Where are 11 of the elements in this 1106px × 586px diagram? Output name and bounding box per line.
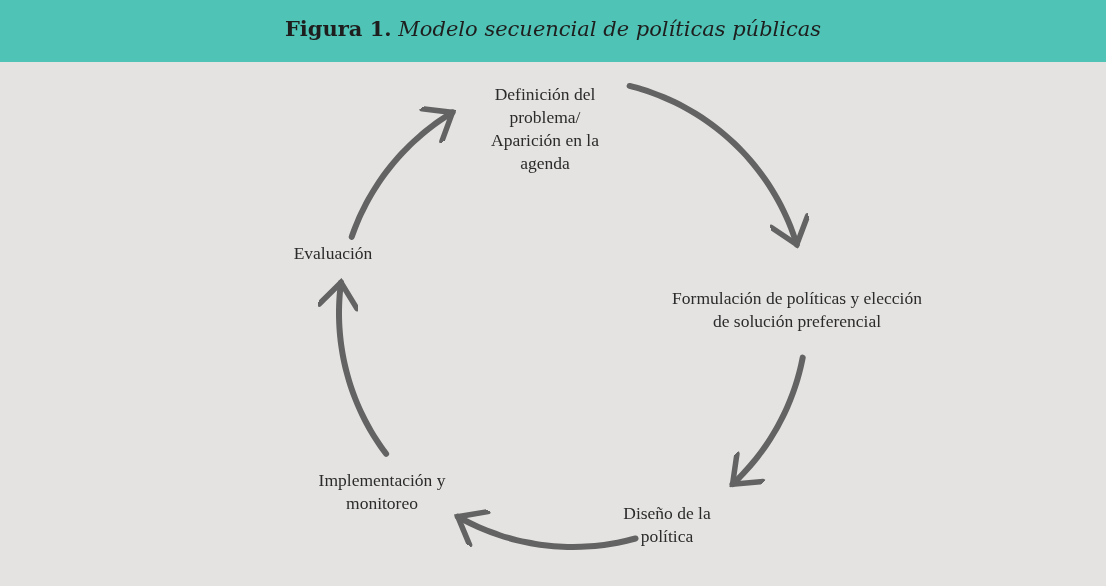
stage-label: Diseño de la política xyxy=(607,502,727,548)
cycle-arrow xyxy=(348,106,456,240)
stage-label: Implementación y monitoreo xyxy=(292,469,472,515)
cycle-arrow xyxy=(316,279,390,457)
stage-label: Definición del problema/ Aparición en la agenda xyxy=(475,83,615,175)
figure-title: Figura 1. Modelo secuencial de políticas públicas xyxy=(283,16,823,41)
stage-label: Formulación de políticas y elección de solución preferencial xyxy=(667,287,927,333)
stage-label: Evaluación xyxy=(278,241,388,265)
cycle-arrow xyxy=(729,354,806,488)
cycle-arrow xyxy=(454,508,639,550)
cycle-arrow xyxy=(626,82,811,248)
